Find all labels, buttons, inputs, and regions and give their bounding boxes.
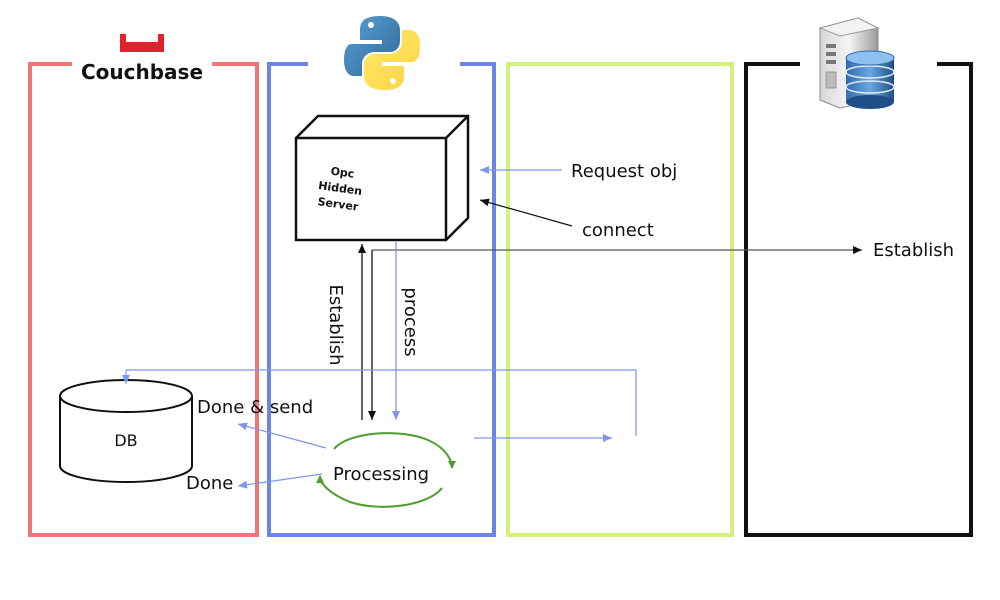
connect-arrow	[479, 198, 573, 227]
server-panel	[744, 62, 973, 537]
establish-right-label: Establish	[873, 240, 954, 261]
couchbase-title: Couchbase	[81, 60, 203, 84]
opc-server-label-line1: Opc	[330, 165, 355, 181]
opc-server-label-line3: Server	[317, 195, 360, 214]
opc-server-label-line2: Hidden	[318, 179, 363, 198]
server-database-icon	[818, 17, 895, 109]
couchbase-logo: Couchbase	[81, 34, 203, 84]
request-obj-label: Request obj	[571, 161, 677, 182]
db-label: DB	[114, 431, 137, 450]
python-logo-icon	[344, 16, 420, 90]
processing-node: Processing	[316, 432, 456, 508]
processing-label: Processing	[333, 464, 429, 485]
connect-label: connect	[582, 220, 654, 241]
db-return-line	[122, 369, 637, 436]
done-send-arrow	[237, 422, 327, 449]
establish-vertical-label: Establish	[325, 284, 346, 365]
python-panel	[267, 62, 496, 537]
middle-panel	[506, 62, 734, 537]
couchbase-panel	[28, 62, 259, 537]
db-cylinder-node: DB	[59, 379, 193, 483]
done-arrow	[237, 473, 323, 489]
done-label: Done	[186, 473, 233, 494]
opc-hidden-server-node: Opc Hidden Server	[294, 114, 470, 242]
done-send-label: Done & send	[197, 397, 313, 418]
process-vertical-label: process	[400, 287, 421, 356]
